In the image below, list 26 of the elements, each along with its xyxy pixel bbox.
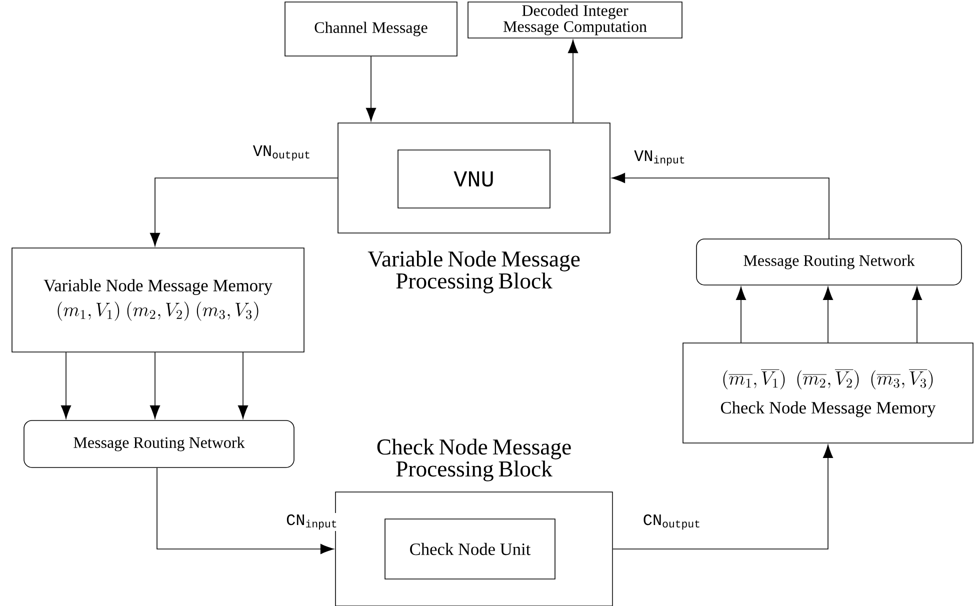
block-heading: Variable Node Message Processing Block [368,250,580,294]
arrow [612,444,834,550]
edge-label: CN$_{input}$ [284,513,340,531]
arrow [822,286,834,343]
block-heading: Check Node Message Processing Block [377,438,571,482]
arrow [736,286,746,343]
arrow [238,352,248,419]
memory-box: Variable Node Message Memory $(m_1, V_1)$ $(m_2, V_2)$ $(m_3, V_3)$ [12,248,304,352]
arrow [568,40,578,123]
edge-label: VN$_{input}$ [632,149,688,167]
arrow [156,468,334,554]
process-box: Channel Message [284,2,458,56]
arrow [366,56,376,122]
arrow [612,172,830,239]
arrow [60,352,72,419]
unit-box: VNU [398,150,550,208]
arrow [150,178,338,246]
arrow [150,352,160,419]
edge-label: CN$_{output}$ [642,513,702,531]
edge-label: VN$_{output}$ [252,144,312,162]
process-box: Decoded Integer Message Computation [468,2,682,38]
arrow [912,286,922,343]
rounded-box: Message Routing Network [696,238,962,286]
rounded-box: Message Routing Network [24,420,294,468]
unit-box: Check Node Unit [384,518,556,580]
memory-box: $(\overline{m_1}, \overline{V_1})$ $(\overline{m_2}, \overline{V_2})$ $(\overline{m_3}, \overline{V_3})$ Check Node Message Memory [682,342,974,444]
